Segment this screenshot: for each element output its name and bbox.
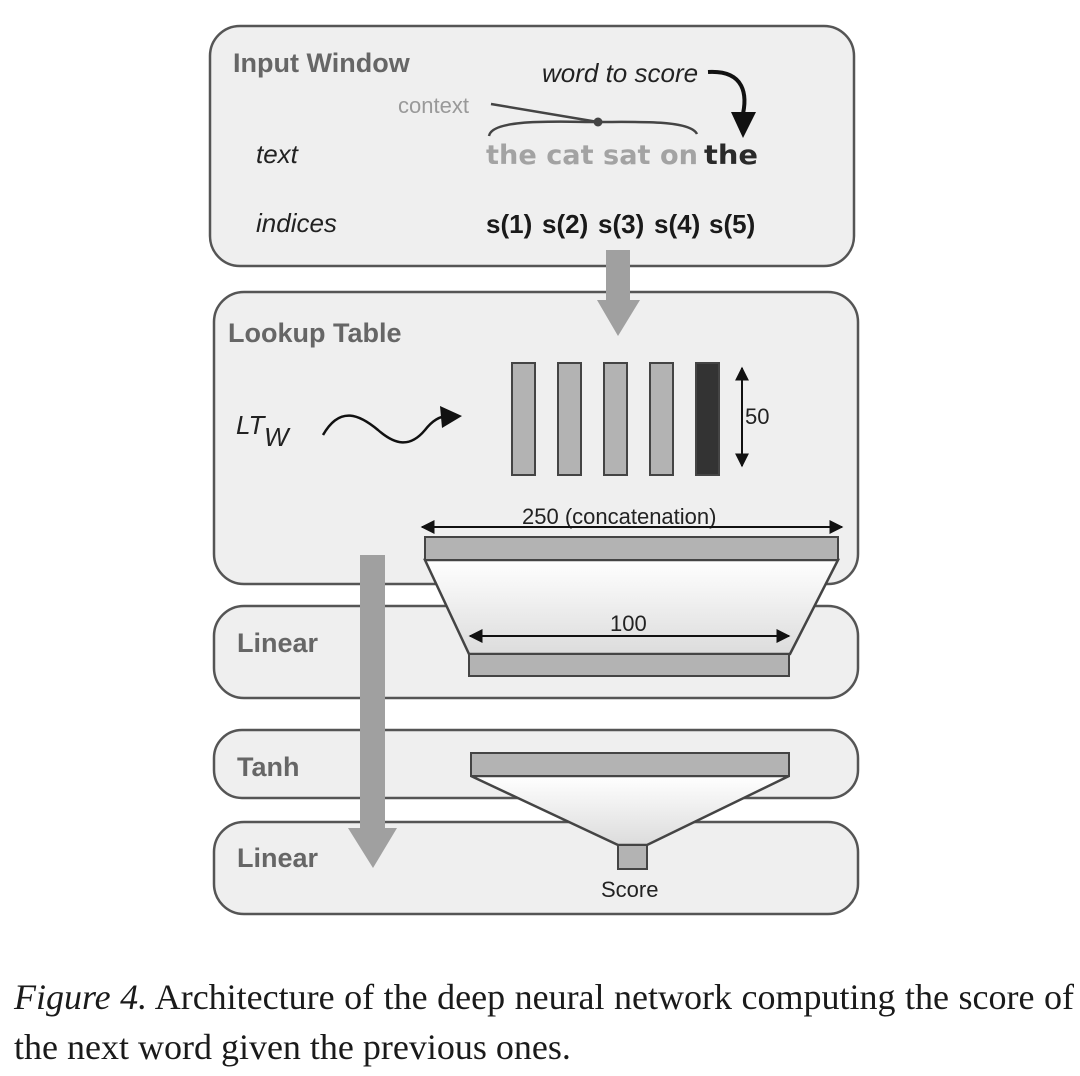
lt-symbol-subscript: W	[264, 422, 291, 452]
embedding-vectors	[511, 362, 720, 476]
lookup-table-symbol: LT W	[236, 410, 291, 452]
target-word: the	[704, 140, 758, 171]
indices-row-label: indices	[256, 208, 337, 238]
context-word-vector	[603, 362, 628, 476]
indices-list: s(1) s(2) s(3) s(4) s(5)	[486, 209, 755, 239]
index-token: s(3)	[598, 209, 644, 239]
network-architecture-diagram: Input Window word to score context text …	[208, 24, 860, 916]
lt-symbol-main: LT	[236, 410, 267, 440]
target-word-vector	[695, 362, 720, 476]
word-to-score-label: word to score	[542, 58, 698, 88]
context-label: context	[398, 93, 469, 118]
linear1-title: Linear	[237, 628, 319, 658]
figure-caption: Figure 4. Architecture of the deep neura…	[14, 972, 1074, 1072]
lookup-squiggle-arrow	[321, 414, 449, 444]
word-to-score-arrowhead	[731, 112, 756, 138]
text-row-label: text	[256, 139, 300, 169]
context-word-vector	[511, 362, 536, 476]
context-words: the cat sat on	[486, 140, 698, 171]
flow-arrow-layers	[348, 555, 397, 868]
word-to-score-arrow	[707, 69, 747, 119]
linear1-funnel	[423, 558, 841, 656]
linear2-title: Linear	[237, 843, 319, 873]
context-pointer-line	[490, 102, 599, 124]
concat-vector	[424, 536, 839, 561]
input-window-title: Input Window	[233, 48, 411, 78]
caption-label: Figure 4.	[14, 977, 148, 1017]
score-unit	[617, 844, 648, 870]
lookup-squiggle-arrowhead	[440, 406, 462, 428]
context-word-vector	[557, 362, 582, 476]
caption-text: Architecture of the deep neural network …	[14, 977, 1074, 1067]
lookup-table-title: Lookup Table	[228, 318, 402, 348]
flow-arrow-input-to-lookup	[597, 250, 640, 336]
index-token: s(4)	[654, 209, 700, 239]
context-word-vector	[649, 362, 674, 476]
embedding-dim-indicator: 50	[735, 366, 769, 468]
tanh-output-vector	[470, 752, 790, 777]
tanh-title: Tanh	[237, 752, 300, 782]
score-label: Score	[601, 877, 658, 902]
hidden-dim-label: 100	[610, 611, 647, 636]
linear1-output-vector	[468, 653, 790, 677]
embedding-dim-label: 50	[745, 404, 769, 429]
index-token: s(5)	[709, 209, 755, 239]
index-token: s(2)	[542, 209, 588, 239]
context-dot	[593, 117, 603, 127]
concat-dim-label: 250 (concatenation)	[522, 504, 716, 529]
index-token: s(1)	[486, 209, 532, 239]
input-window-panel	[208, 24, 856, 268]
